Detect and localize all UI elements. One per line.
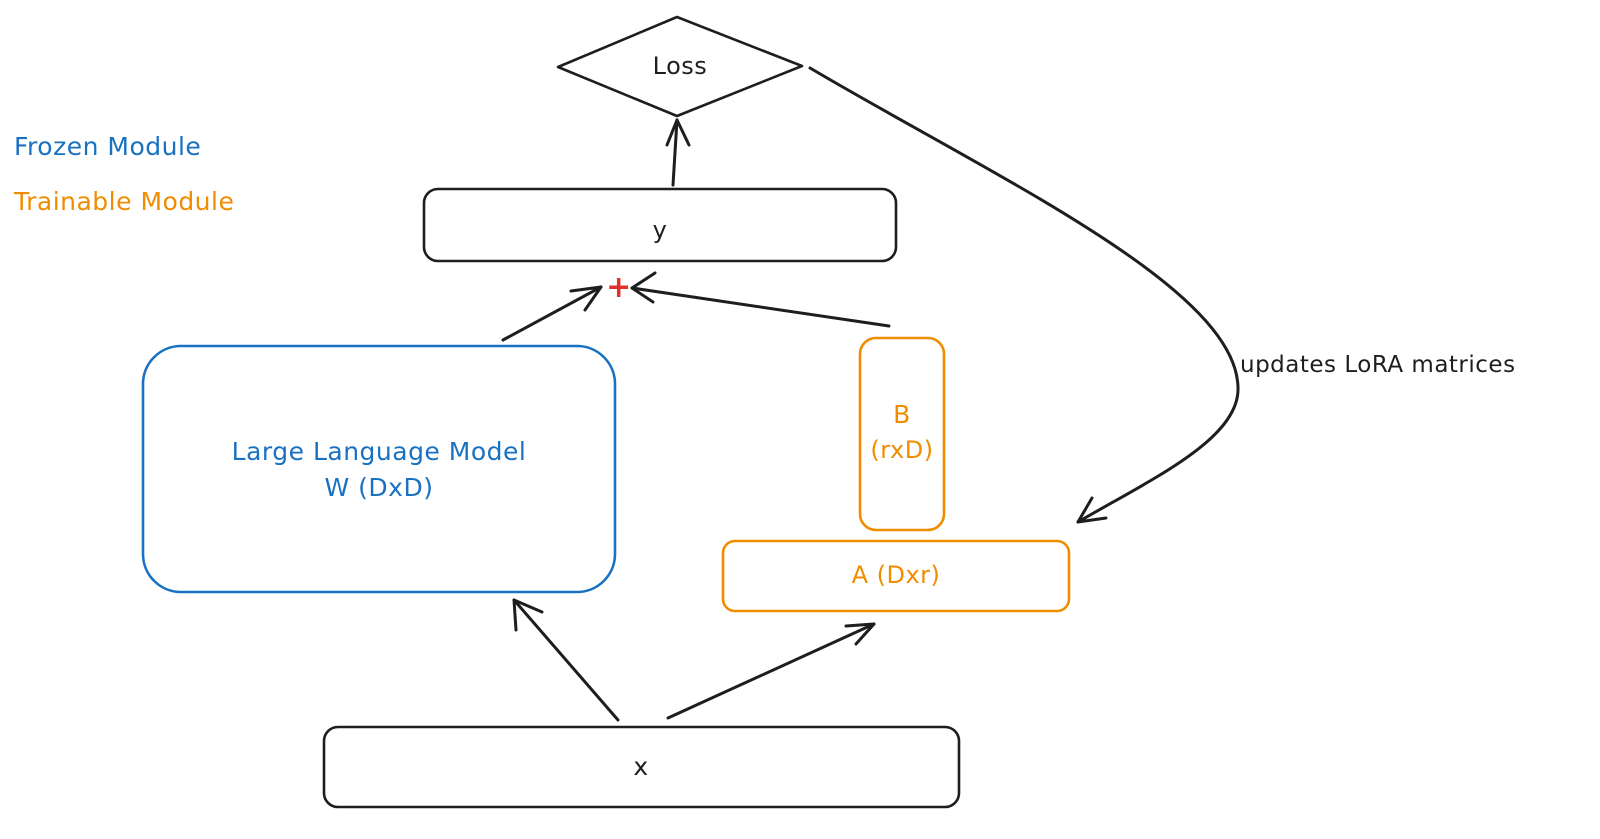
arrow-b-to-sum	[630, 271, 891, 328]
loss-diamond	[556, 15, 804, 118]
update-edge-label: updates LoRA matrices	[1240, 352, 1516, 378]
llm-label-weights: W (DxD)	[325, 473, 434, 502]
lora-b-label-name: B	[893, 400, 911, 429]
llm-node: Large Language Model W (DxD)	[141, 344, 617, 594]
legend-trainable-label: Trainable Module	[13, 187, 234, 216]
lora-b-box	[858, 336, 946, 532]
x-node: x	[322, 725, 961, 809]
lora-a-box	[721, 539, 1071, 613]
lora-a-label: A (Dxr)	[852, 561, 941, 589]
y-label: y	[653, 216, 668, 244]
arrow-loss-to-a	[808, 66, 1240, 524]
y-box	[422, 187, 898, 263]
lora-b-label-shape: (rxD)	[870, 436, 933, 464]
loss-label: Loss	[653, 52, 708, 80]
x-label: x	[633, 752, 648, 781]
arrow-x-to-llm	[512, 598, 620, 722]
legend-frozen-label: Frozen Module	[14, 132, 201, 161]
arrow-y-to-loss	[665, 118, 691, 187]
x-box	[322, 725, 961, 809]
y-node: y	[422, 187, 898, 263]
arrow-llm-to-sum	[501, 285, 603, 342]
lora-b-node: B (rxD)	[858, 336, 946, 532]
arrow-x-to-a	[666, 622, 876, 720]
llm-box	[141, 344, 617, 594]
sum-operator: +	[606, 270, 632, 305]
llm-label-name: Large Language Model	[232, 437, 527, 466]
loss-node: Loss	[556, 15, 804, 118]
lora-a-node: A (Dxr)	[721, 539, 1071, 613]
